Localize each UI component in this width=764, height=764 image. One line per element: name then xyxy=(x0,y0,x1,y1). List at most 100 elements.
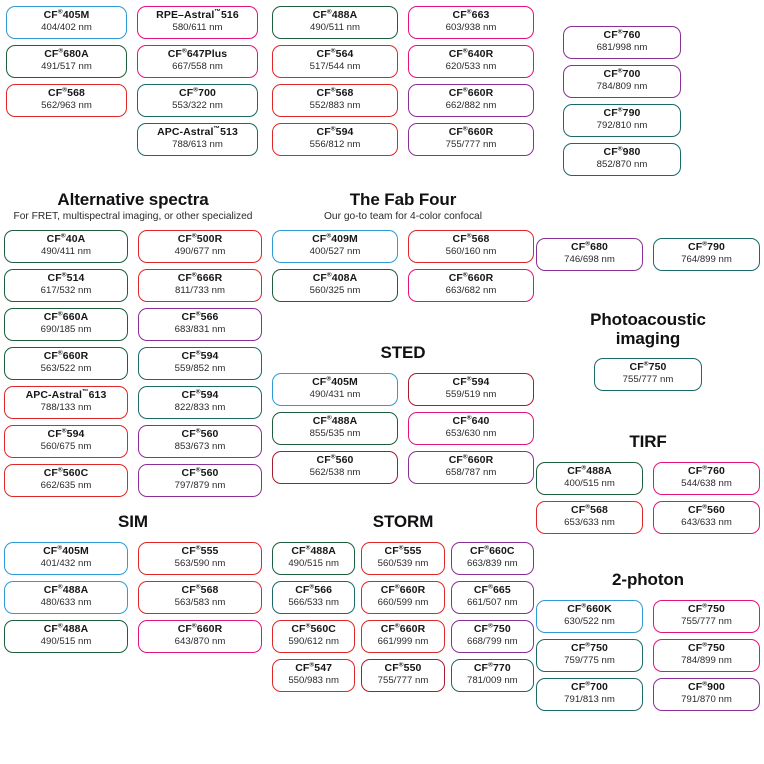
trademark-mark: ® xyxy=(191,622,197,630)
dye-name: CF®660R xyxy=(448,86,494,100)
dye-spectra: 683/831 nm xyxy=(174,324,226,336)
dye-spectra: 563/522 nm xyxy=(40,363,92,375)
trademark-mark: ® xyxy=(326,232,332,240)
dye-spectra: 560/675 nm xyxy=(40,441,92,453)
section-title: Alternative spectra xyxy=(57,190,209,209)
dye-name: CF®665 xyxy=(473,583,511,597)
dye-name: CF®488A xyxy=(312,8,358,22)
section-title: The Fab Four xyxy=(349,190,457,209)
dye-name: CF®980 xyxy=(603,145,641,159)
trademark-mark: ® xyxy=(193,86,199,94)
dye-name: CF®409M xyxy=(312,232,358,246)
trademark-mark: ® xyxy=(57,544,63,552)
dye-spectra: 643/870 nm xyxy=(174,636,226,648)
dye-spectra: 400/515 nm xyxy=(564,478,615,490)
dye-name: CF®666R xyxy=(177,271,223,285)
dye-name: RPE–Astral™516 xyxy=(156,8,239,22)
trademark-mark: ® xyxy=(330,125,336,133)
dye-name: CF®660R xyxy=(448,271,494,285)
trademark-mark: ® xyxy=(462,125,468,133)
dye-spectra: 663/839 nm xyxy=(466,558,518,570)
